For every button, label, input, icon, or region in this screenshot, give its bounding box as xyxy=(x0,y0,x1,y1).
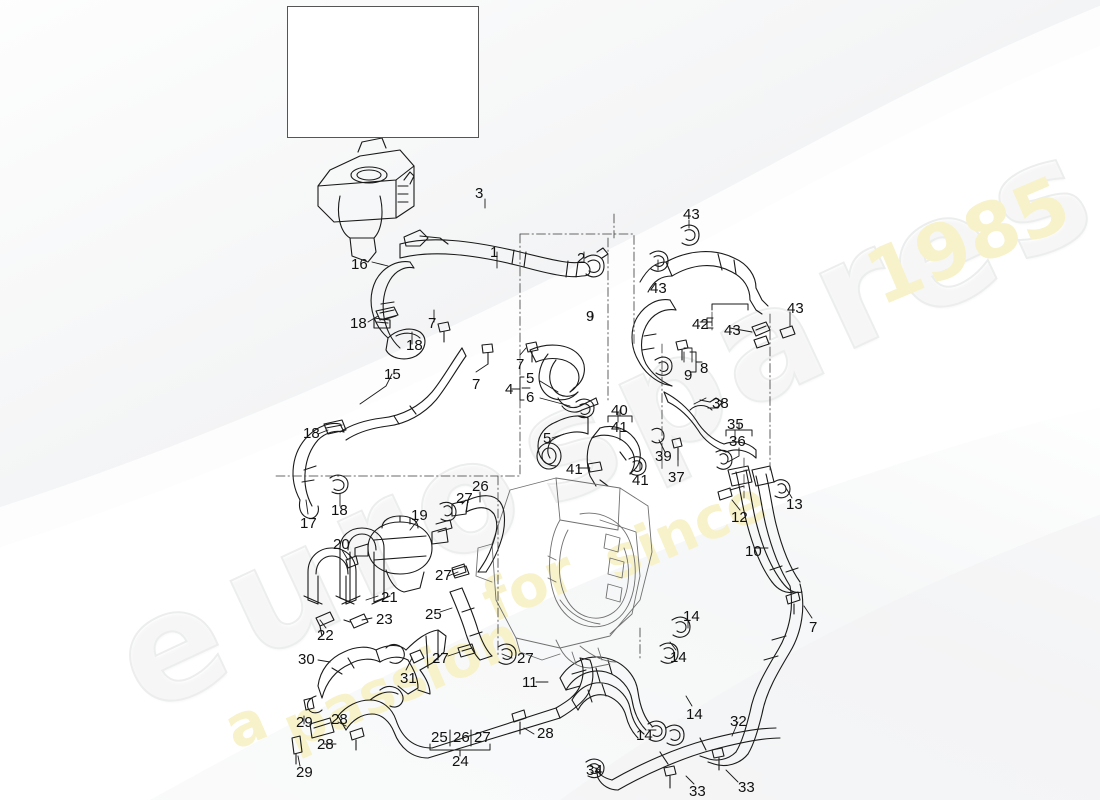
callout-37: 37 xyxy=(668,469,685,486)
callout-33-a: 33 xyxy=(689,783,706,800)
callout-5-b: 5 xyxy=(543,430,552,447)
callout-41-a: 41 xyxy=(611,419,628,436)
callout-7-a: 7 xyxy=(428,315,437,332)
callout-33-b: 33 xyxy=(738,779,755,796)
callout-26-b: 26 xyxy=(453,729,470,746)
callout-35: 35 xyxy=(727,416,744,433)
callout-27-a: 27 xyxy=(456,490,473,507)
callout-18-a: 18 xyxy=(350,315,367,332)
callout-18-b: 18 xyxy=(406,337,423,354)
callout-27-c: 27 xyxy=(432,650,449,667)
callout-29-a: 29 xyxy=(296,714,313,731)
callout-14-c: 14 xyxy=(686,706,703,723)
callout-43-d: 43 xyxy=(724,322,741,339)
callout-23: 23 xyxy=(376,611,393,628)
callout-7-c: 7 xyxy=(472,376,481,393)
callout-12: 12 xyxy=(731,509,748,526)
callout-7-b: 7 xyxy=(516,356,525,373)
callout-22: 22 xyxy=(317,627,334,644)
callout-27-e: 27 xyxy=(474,729,491,746)
callout-4: 4 xyxy=(505,381,514,398)
callout-14-a: 14 xyxy=(683,608,700,625)
callout-38: 38 xyxy=(712,395,729,412)
callout-39: 39 xyxy=(655,448,672,465)
callout-28-b: 28 xyxy=(317,736,334,753)
callout-1: 1 xyxy=(490,244,499,261)
callout-32: 32 xyxy=(730,713,747,730)
callout-30: 30 xyxy=(298,651,315,668)
callout-24: 24 xyxy=(452,753,469,770)
callout-2: 2 xyxy=(577,250,586,267)
callout-28-c: 28 xyxy=(537,725,554,742)
callout-25-b: 25 xyxy=(431,729,448,746)
callout-42: 42 xyxy=(692,316,709,333)
callout-13: 13 xyxy=(786,496,803,513)
callout-3: 3 xyxy=(475,185,484,202)
callout-8: 8 xyxy=(700,360,709,377)
callout-31: 31 xyxy=(400,670,417,687)
callout-18-d: 18 xyxy=(331,502,348,519)
callout-9-b: 9 xyxy=(684,367,693,384)
callout-43-a: 43 xyxy=(683,206,700,223)
callout-43-c: 43 xyxy=(787,300,804,317)
callout-25-a: 25 xyxy=(425,606,442,623)
callout-15: 15 xyxy=(384,366,401,383)
callout-28-a: 28 xyxy=(331,711,348,728)
callout-41-b: 41 xyxy=(566,461,583,478)
callout-41-c: 41 xyxy=(632,472,649,489)
callout-34: 34 xyxy=(586,762,603,779)
callout-6: 6 xyxy=(526,389,535,406)
callout-16: 16 xyxy=(351,256,368,273)
callout-21: 21 xyxy=(381,589,398,606)
callout-9-a: 9 xyxy=(586,308,595,325)
callout-29-b: 29 xyxy=(296,764,313,781)
callout-27-b: 27 xyxy=(435,567,452,584)
callout-19: 19 xyxy=(411,507,428,524)
callout-20: 20 xyxy=(333,536,350,553)
callout-40: 40 xyxy=(611,402,628,419)
callout-43-b: 43 xyxy=(650,280,667,297)
callout-27-d: 27 xyxy=(517,650,534,667)
callout-14-b: 14 xyxy=(670,649,687,666)
callout-26-a: 26 xyxy=(472,478,489,495)
callout-7-d: 7 xyxy=(809,619,818,636)
callout-5-a: 5 xyxy=(526,370,535,387)
callout-18-c: 18 xyxy=(303,425,320,442)
callout-11: 11 xyxy=(522,674,538,691)
callout-36: 36 xyxy=(729,433,746,450)
callout-10: 10 xyxy=(745,543,762,560)
vehicle-thumbnail-frame xyxy=(287,6,479,138)
callout-14-d: 14 xyxy=(636,727,653,744)
callout-17: 17 xyxy=(300,515,317,532)
